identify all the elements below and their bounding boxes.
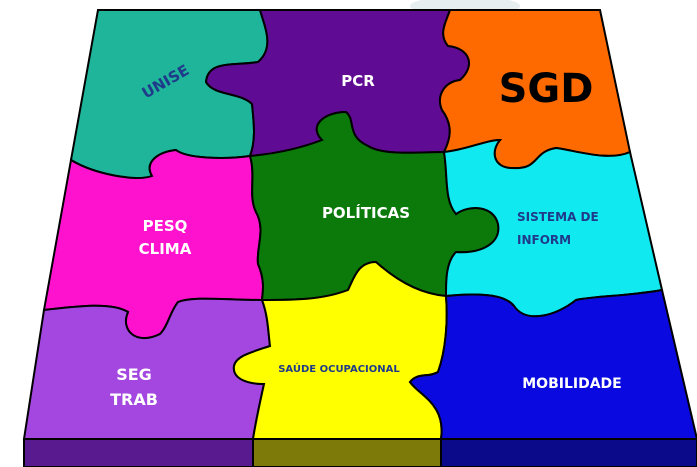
base-left <box>23 438 254 467</box>
puzzle-base <box>23 438 697 467</box>
sgd-label: SGD <box>499 66 594 112</box>
seg-trab-label-line2: TRAB <box>110 390 158 409</box>
seg-trab-label-line1: SEG <box>116 365 152 384</box>
pesq-clima-label-line1: PESQ <box>143 217 188 235</box>
sistema-inform-label-line1: SISTEMA DE <box>517 210 599 224</box>
mobilidade-label: MOBILIDADE <box>522 376 621 392</box>
sistema-inform-label-line2: INFORM <box>517 233 571 247</box>
base-right <box>440 438 697 467</box>
saude-ocupacional-label: SAÚDE OCUPACIONAL <box>278 362 400 375</box>
base-center <box>252 438 442 467</box>
pesq-clima-label-line2: CLIMA <box>139 240 192 258</box>
piece-mobilidade <box>408 288 697 440</box>
politicas-label: POLÍTICAS <box>322 203 410 222</box>
pcr-label: PCR <box>341 72 375 90</box>
